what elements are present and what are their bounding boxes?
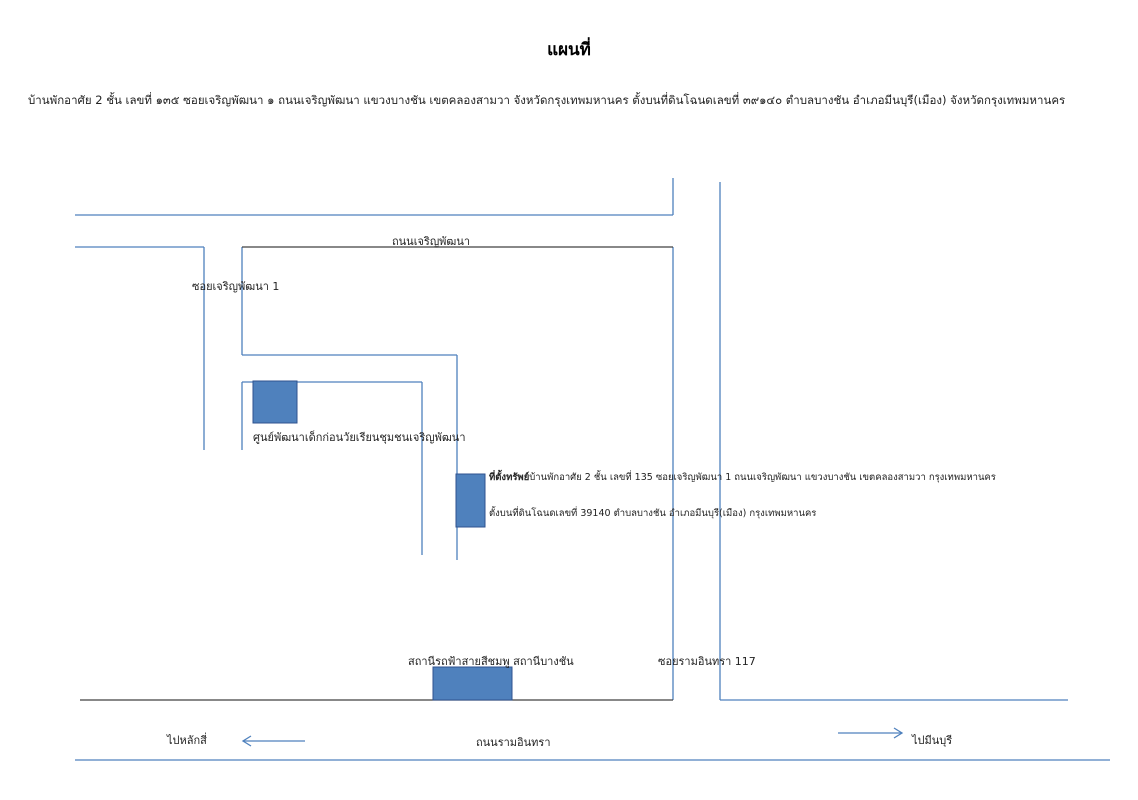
road-lines — [75, 178, 1110, 761]
main-road-lines — [80, 246, 673, 701]
road-label-charoen-phatthana: ถนนเจริญพัฒนา — [392, 235, 471, 248]
direction-label-lak-si: ไปหลักสี่ — [167, 734, 207, 747]
property-description: บ้านพักอาศัย 2 ชั้น เลขที่ ๑๓๕ ซอยเจริญพ… — [28, 93, 1066, 107]
station-label: สถานีรถฟ้าสายสีชมพู สถานีบางชัน — [408, 655, 574, 668]
property-info-line1: ที่ตั้งทรัพย์บ้านพักอาศัย 2 ชั้น เลขที่ … — [489, 470, 996, 485]
soi-label-charoen-phatthana-1: ซอยเจริญพัฒนา 1 — [192, 280, 280, 293]
property-label: ที่ตั้งทรัพย์ — [489, 472, 530, 483]
road-label-ramintra: ถนนรามอินทรา — [476, 736, 551, 749]
child-center-marker — [252, 380, 298, 424]
station-marker — [432, 666, 513, 701]
arrow-right-icon — [838, 727, 904, 739]
child-center-label: ศูนย์พัฒนาเด็กก่อนวัยเรียนชุมชนเจริญพัฒน… — [253, 431, 466, 444]
property-marker — [455, 473, 486, 528]
property-address: บ้านพักอาศัย 2 ชั้น เลขที่ 135 ซอยเจริญพ… — [529, 472, 996, 483]
property-info-line2: ตั้งบนที่ดินโฉนดเลขที่ 39140 ตำบลบางชัน … — [489, 508, 817, 519]
direction-label-min-buri: ไปมีนบุรี — [912, 734, 953, 747]
soi-label-ramintra-117: ซอยรามอินทรา 117 — [658, 655, 756, 668]
arrow-left-icon — [241, 735, 305, 747]
map-title: แผนที่ — [547, 40, 591, 60]
